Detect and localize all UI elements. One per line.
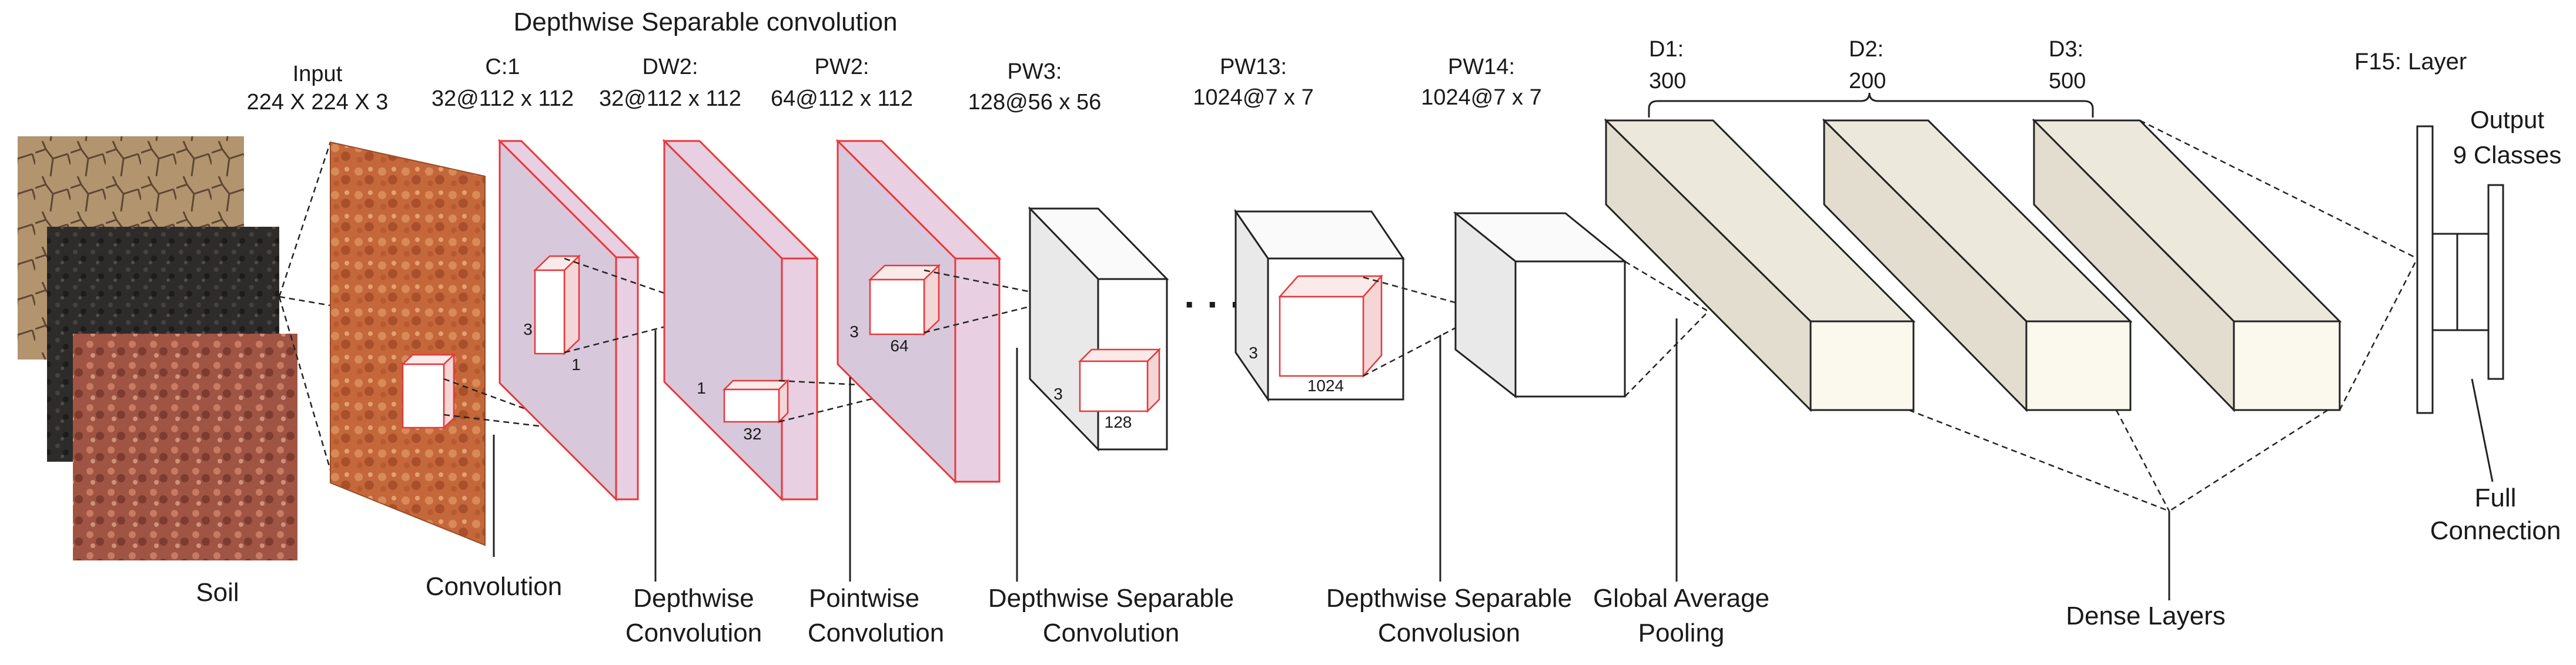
dense-d3 — [2032, 118, 2342, 412]
dw2-feature-map — [662, 139, 819, 502]
caption-convolution: Convolution — [426, 572, 562, 601]
caption-dsc1-line1: Depthwise Separable — [988, 584, 1234, 613]
input-name: Input — [293, 62, 343, 86]
input-image — [330, 141, 486, 546]
dw2-dims: 32@112 x 112 — [599, 86, 741, 111]
input-kernel-cube — [400, 353, 456, 429]
c1-dims: 32@112 x 112 — [431, 86, 574, 111]
caption-full-line1: Full — [2475, 483, 2517, 512]
ellipsis: · · · — [1184, 283, 1243, 325]
caption-depthwise-line2: Convolution — [625, 619, 762, 647]
pw2-kernel-height: 3 — [849, 323, 859, 341]
c1-kernel-cube — [533, 254, 581, 355]
dw2-name: DW2: — [643, 55, 698, 79]
d3-dims: 500 — [2049, 69, 2086, 93]
caption-full-line2: Connection — [2430, 516, 2561, 545]
caption-dsc1-line2: Convolution — [1043, 619, 1179, 647]
caption-gap-line2: Pooling — [1638, 619, 1725, 647]
pw2-kernel-cube — [868, 264, 941, 336]
caption-depthwise-line1: Depthwise — [633, 584, 754, 613]
pw14-dims: 1024@7 x 7 — [1421, 85, 1542, 110]
pw3-kernel-width: 128 — [1105, 413, 1132, 431]
pw14-name: PW14: — [1448, 55, 1515, 79]
d1-dims: 300 — [1649, 69, 1686, 93]
dw2-kernel-width: 32 — [743, 425, 761, 443]
pw13-kernel-cube — [1278, 274, 1383, 378]
dw2-kernel-cube — [722, 378, 790, 424]
caption-dense-layers: Dense Layers — [2066, 602, 2225, 630]
pw2-name: PW2: — [815, 55, 869, 79]
pw2-dims: 64@112 x 112 — [771, 86, 913, 111]
c1-kernel-height: 3 — [523, 320, 533, 338]
dense-d2 — [1822, 118, 2133, 412]
d1-name: D1: — [1649, 37, 1684, 62]
soil-image-red — [73, 334, 297, 560]
pw3-dims: 128@56 x 56 — [968, 90, 1102, 115]
pw13-name: PW13: — [1220, 55, 1287, 79]
input-dims: 224 X 224 X 3 — [247, 90, 389, 115]
pw3-name: PW3: — [1008, 59, 1062, 84]
output-layer-bar — [2487, 184, 2504, 380]
soil-to-input-lines — [278, 142, 332, 471]
output-name: Output — [2470, 106, 2544, 133]
pw14-feature-map — [1453, 211, 1628, 399]
caption-soil: Soil — [196, 578, 239, 607]
pw13-kernel-width: 1024 — [1307, 377, 1344, 395]
pw13-kernel-height: 3 — [1249, 344, 1258, 362]
c1-feature-map — [497, 139, 640, 502]
leader-lines — [493, 318, 2494, 600]
pw13-dims: 1024@7 x 7 — [1193, 85, 1314, 110]
output-dims: 9 Classes — [2453, 141, 2561, 169]
pw3-feature-map — [1028, 206, 1169, 452]
d3-name: D3: — [2049, 37, 2083, 62]
dense-brace — [1648, 92, 2094, 117]
pw3-kernel-cube — [1078, 347, 1162, 414]
f15-layer-bar — [2416, 125, 2434, 414]
caption-dsc2-line1: Depthwise Separable — [1326, 584, 1572, 613]
d2-name: D2: — [1849, 37, 1884, 62]
c1-kernel-width: 1 — [571, 355, 581, 374]
dense-d1 — [1604, 118, 1916, 412]
diagram-title: Depthwise Separable convolution — [513, 8, 897, 36]
caption-pointwise-line2: Convolution — [808, 619, 944, 647]
f15-label: F15: Layer — [2354, 49, 2467, 75]
caption-pointwise-line1: Pointwise — [809, 584, 919, 613]
dw2-kernel-height: 1 — [697, 379, 706, 397]
full-connection-lines — [2433, 233, 2488, 331]
caption-dsc2-line2: Convolusion — [1378, 619, 1520, 647]
pw2-kernel-width: 64 — [890, 337, 908, 355]
c1-name: C:1 — [485, 55, 520, 79]
pw3-kernel-height: 3 — [1053, 385, 1063, 403]
caption-gap-line1: Global Average — [1593, 584, 1769, 613]
d2-dims: 200 — [1849, 69, 1886, 93]
